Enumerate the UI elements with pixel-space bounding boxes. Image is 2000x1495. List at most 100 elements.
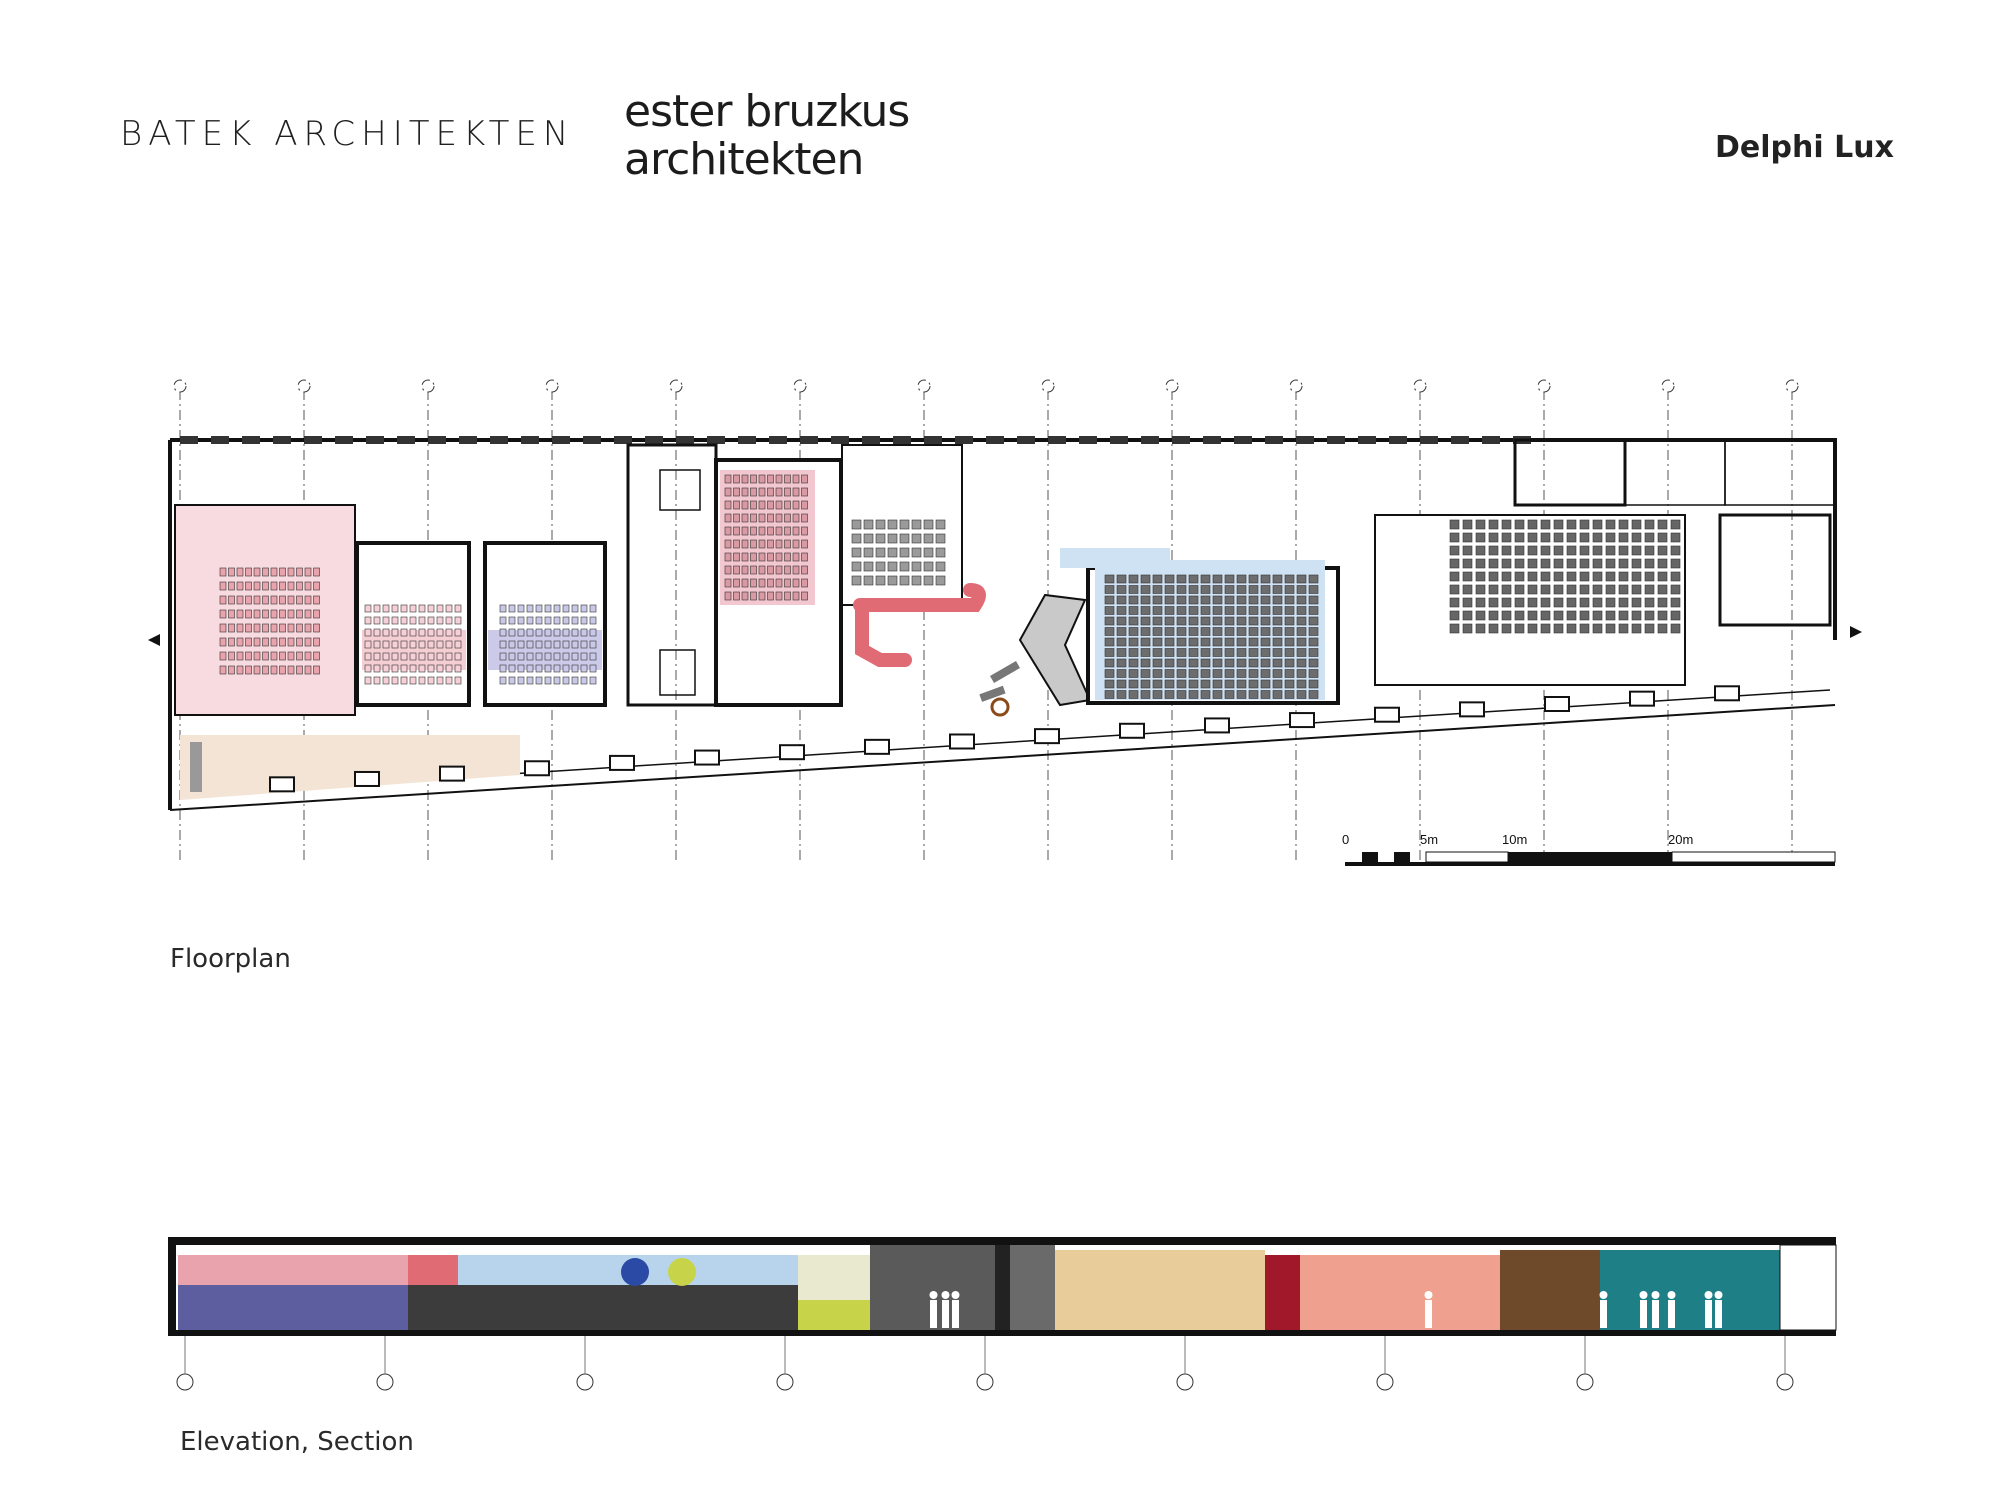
seat <box>1579 571 1590 582</box>
seat <box>750 578 757 588</box>
seat <box>1488 623 1499 634</box>
seat <box>304 567 312 577</box>
seat <box>1514 584 1525 595</box>
seat <box>304 595 312 605</box>
seat <box>553 616 561 625</box>
seat <box>1272 627 1283 636</box>
seat <box>1104 648 1115 657</box>
seat <box>526 652 534 661</box>
seat <box>253 609 261 619</box>
seat <box>741 526 749 536</box>
window-mullion <box>676 436 694 444</box>
seat <box>1488 584 1499 595</box>
bar-counter <box>979 593 1092 717</box>
seat <box>1553 597 1564 608</box>
seat <box>1236 627 1247 636</box>
seat <box>1566 519 1577 530</box>
person <box>1425 1300 1432 1328</box>
seat <box>535 640 543 649</box>
seat <box>517 628 525 637</box>
right-service-rooms <box>1513 438 1836 627</box>
seat <box>1200 637 1211 647</box>
person-head <box>1651 1291 1660 1299</box>
seat <box>562 676 570 685</box>
seat <box>304 623 312 633</box>
seat <box>553 628 561 637</box>
seat <box>499 640 507 649</box>
seat <box>1462 519 1473 530</box>
window-mullion <box>242 436 260 444</box>
seat <box>1644 610 1655 621</box>
seat <box>1540 623 1551 634</box>
seat <box>1475 610 1486 621</box>
window-mullion <box>955 436 973 444</box>
seat <box>1224 574 1235 584</box>
person <box>1705 1300 1712 1328</box>
seat <box>1644 597 1655 608</box>
seat <box>724 578 732 588</box>
window-mullion <box>366 436 384 444</box>
seat <box>899 547 910 558</box>
seat <box>792 500 800 510</box>
seat <box>562 640 570 649</box>
seat <box>400 676 408 685</box>
seat <box>571 628 579 637</box>
seat <box>296 665 303 675</box>
seat <box>1514 532 1525 543</box>
seat <box>1248 595 1259 605</box>
seat <box>733 487 740 497</box>
seat <box>775 487 783 497</box>
seat <box>562 604 570 613</box>
seat <box>1272 585 1283 594</box>
seat <box>1272 669 1283 678</box>
seat <box>499 652 507 661</box>
seat <box>1224 637 1235 647</box>
seat <box>1449 532 1460 543</box>
seat <box>1128 637 1139 647</box>
seat <box>373 628 381 637</box>
window-mullion <box>645 436 663 444</box>
seat <box>228 665 235 675</box>
seat <box>526 616 534 625</box>
seat <box>1260 616 1271 626</box>
window-box <box>1204 717 1230 734</box>
seat <box>1670 623 1681 634</box>
cinema-hall-2 <box>355 541 471 707</box>
window-mullion <box>1482 436 1500 444</box>
seat <box>1644 519 1655 530</box>
seat <box>1272 658 1283 668</box>
seat <box>364 628 372 637</box>
seat <box>571 604 579 613</box>
seat <box>391 664 399 673</box>
seat <box>1164 574 1175 584</box>
seat <box>279 637 286 647</box>
seat <box>1514 597 1525 608</box>
seat <box>1553 558 1564 569</box>
seat <box>1657 519 1668 530</box>
seat <box>923 547 934 558</box>
seat <box>1296 585 1307 594</box>
foyer-corridor <box>180 735 520 800</box>
seat <box>270 623 278 633</box>
seat <box>391 604 399 613</box>
seat <box>1152 595 1163 605</box>
seat <box>544 664 552 673</box>
seat <box>1592 519 1603 530</box>
seat <box>499 664 507 673</box>
seat <box>1128 690 1139 699</box>
seat <box>236 609 244 619</box>
seat <box>1128 658 1139 668</box>
seat <box>1248 637 1259 647</box>
seat <box>364 664 372 673</box>
seat <box>562 628 570 637</box>
seat <box>1449 597 1460 608</box>
seat <box>1152 679 1163 689</box>
cinema-hall-3 <box>483 541 607 707</box>
seat <box>526 640 534 649</box>
seat <box>1176 637 1187 647</box>
seat <box>1631 545 1642 556</box>
seat <box>741 578 749 588</box>
seat <box>1308 690 1319 699</box>
window-mullion <box>1389 436 1407 444</box>
person-head <box>951 1291 960 1299</box>
